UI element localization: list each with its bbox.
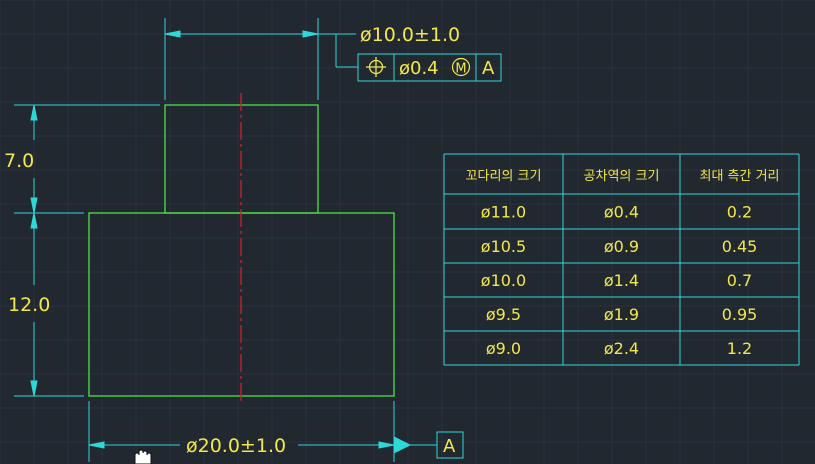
table-cell: ø1.9 — [604, 305, 639, 324]
table-cell: 0.7 — [727, 271, 752, 290]
table-cell: ø0.4 — [604, 203, 639, 222]
table-cell: 0.45 — [722, 237, 758, 256]
position-icon — [366, 57, 386, 77]
table-cell: 0.95 — [722, 305, 758, 324]
hand-cursor-icon — [134, 449, 152, 464]
top-diameter-dimension: ø10.0±1.0 — [360, 24, 460, 46]
table-cell: ø0.9 — [604, 237, 639, 256]
upper-height-dimension: 7.0 — [4, 150, 34, 172]
dimension-lines — [14, 18, 437, 462]
lower-height-dimension: 12.0 — [8, 294, 50, 316]
table-cell: 0.2 — [727, 203, 752, 222]
table-cell: ø9.0 — [486, 339, 521, 358]
datum-feature-symbol[interactable]: A — [436, 431, 464, 459]
table-cell: ø2.4 — [604, 339, 639, 358]
table-cell: ø9.5 — [486, 305, 521, 324]
table-header-cell: 꼬다리의 크기 — [466, 169, 542, 184]
table-cell: ø11.0 — [481, 203, 526, 222]
datum-letter: A — [443, 436, 456, 457]
table-header-cell: 공차역의 크기 — [584, 169, 660, 184]
svg-text:M: M — [455, 62, 466, 77]
fcf-datum-reference: A — [482, 58, 495, 79]
table-cell: 1.2 — [727, 339, 752, 358]
tolerance-table[interactable]: 꼬다리의 크기 공차역의 크기 최대 측간 거리 ø11.0 ø0.4 0.2 ø10.5 ø… — [443, 153, 800, 366]
bottom-diameter-dimension: ø20.0±1.0 — [186, 435, 286, 457]
table-cell: ø10.0 — [481, 271, 526, 290]
table-header-cell: 최대 측간 거리 — [699, 169, 779, 184]
table-cell: ø1.4 — [604, 271, 639, 290]
table-cell: ø10.5 — [481, 237, 526, 256]
fcf-tolerance-value: ø0.4 — [399, 58, 439, 79]
feature-control-frame[interactable]: ø0.4 M A — [357, 53, 502, 82]
mmc-modifier-icon: M — [451, 57, 471, 77]
